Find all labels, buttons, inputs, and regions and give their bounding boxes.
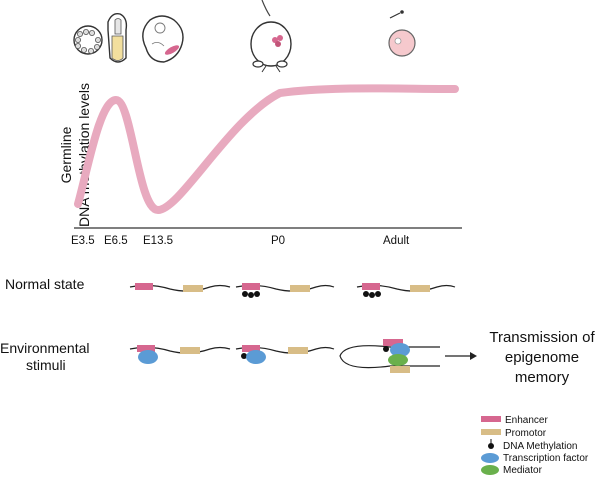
methylation-mark bbox=[363, 291, 369, 297]
legend-label-enhancer: Enhancer bbox=[505, 415, 548, 426]
methylation-mark bbox=[254, 291, 260, 297]
blastocyst-icon bbox=[73, 25, 103, 55]
enhancer-block bbox=[383, 339, 403, 346]
legend-label-tf: Transcription factor bbox=[503, 453, 589, 464]
enhancer-block bbox=[242, 345, 260, 352]
oocyte-icon bbox=[388, 10, 416, 57]
legend-swatch-tf bbox=[481, 453, 499, 463]
legend-label-mediator: Mediator bbox=[503, 465, 543, 476]
row-label-normal: Normal state bbox=[5, 276, 85, 292]
tick-label: Adult bbox=[383, 235, 410, 247]
methylation-mark bbox=[375, 291, 381, 297]
promoter-block bbox=[390, 366, 410, 373]
legend-swatch-promoter bbox=[481, 429, 501, 435]
methylation-mark bbox=[248, 292, 254, 298]
outcome-line1: Transmission of bbox=[489, 329, 595, 346]
legend-swatch-enhancer bbox=[481, 416, 501, 422]
row-label-env-line1: Environmental bbox=[0, 340, 90, 356]
transcription-factor bbox=[138, 350, 158, 364]
legend: Enhancer Promotor DNA Methylation Transc… bbox=[481, 415, 589, 476]
methylation-curve bbox=[74, 84, 459, 215]
enhancer-block bbox=[135, 283, 153, 290]
env-locus-1 bbox=[129, 345, 231, 364]
legend-label-methylation: DNA Methylation bbox=[503, 441, 577, 452]
legend-label-promoter: Promotor bbox=[505, 428, 547, 439]
outcome-line3: memory bbox=[515, 369, 570, 386]
mouse-icon bbox=[250, 0, 292, 73]
outcome-line2: epigenome bbox=[505, 349, 579, 366]
embryo-e65-icon bbox=[107, 12, 128, 63]
promoter-block bbox=[288, 347, 308, 354]
promoter-block bbox=[290, 285, 310, 292]
tick-label: E13.5 bbox=[143, 235, 173, 247]
enhancer-block bbox=[242, 283, 260, 290]
enhancer-block bbox=[137, 345, 155, 352]
promoter-block bbox=[183, 285, 203, 292]
tick-label: E6.5 bbox=[104, 235, 128, 247]
enhancer-block bbox=[362, 283, 380, 290]
arrow-icon bbox=[445, 352, 477, 360]
methylation-mark bbox=[241, 353, 247, 359]
normal-state-locus-3 bbox=[356, 283, 456, 298]
transcription-factor bbox=[390, 343, 410, 357]
methylation-mark bbox=[242, 291, 248, 297]
env-locus-3-loop bbox=[339, 339, 440, 373]
embryo-e135-icon bbox=[142, 15, 184, 63]
row-label-env-line2: stimuli bbox=[26, 357, 66, 373]
methylation-mark bbox=[369, 292, 375, 298]
promoter-block bbox=[180, 347, 200, 354]
normal-state-locus-2 bbox=[235, 283, 335, 298]
legend-swatch-mediator bbox=[481, 465, 499, 475]
normal-state-locus-1 bbox=[129, 283, 231, 292]
env-locus-2 bbox=[235, 345, 335, 364]
mediator bbox=[388, 354, 408, 366]
tick-label: E3.5 bbox=[71, 235, 95, 247]
transcription-factor bbox=[246, 350, 266, 364]
y-axis-label-line1: Germline bbox=[58, 126, 74, 183]
tick-label: P0 bbox=[271, 235, 285, 247]
legend-swatch-methylation bbox=[488, 439, 494, 449]
methylation-mark bbox=[383, 346, 389, 352]
promoter-block bbox=[410, 285, 430, 292]
